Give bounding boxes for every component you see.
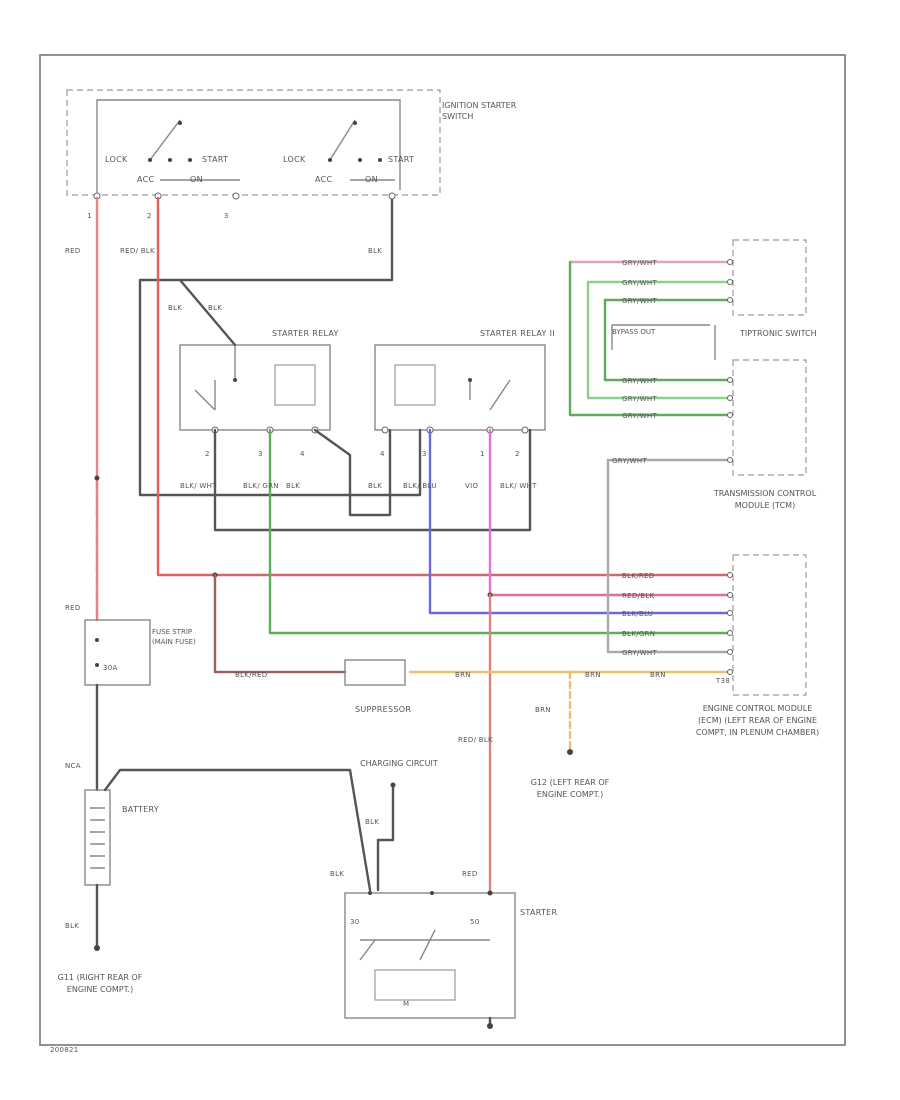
label-ecm-blk-blu: BLK/BLU: [622, 610, 653, 618]
starter-label: STARTER: [520, 908, 558, 917]
gry-wht-ecm-wire: [606, 458, 732, 654]
starter-relay-2-label: STARTER RELAY II: [480, 329, 555, 338]
label-blk-chg: BLK: [365, 818, 379, 826]
tiptronic-switch-label: TIPTRONIC SWITCH: [740, 329, 817, 338]
starter-pin-30: 30: [350, 918, 360, 926]
footer-code: 200821: [50, 1046, 79, 1054]
starter-relay: STARTER RELAY 2 3 4: [179, 329, 339, 458]
starter: 30 50 M STARTER: [344, 890, 558, 1019]
ign-pin-2: 2: [147, 212, 152, 220]
ecm-label: ENGINE CONTROL MODULE (ECM) (LEFT REAR O…: [695, 704, 820, 737]
ignition-switch: LOCK ACC ON START LOCK ACC ON START 1 2 …: [66, 89, 517, 220]
ign-label-start: START: [202, 155, 228, 164]
label-sup-brn: BRN: [455, 671, 471, 679]
ground-left-label: G12 (LEFT REAR OF ENGINE COMPT.): [530, 778, 610, 799]
relay2-pin-4: 4: [380, 450, 385, 458]
battery-pos-wire: [103, 768, 372, 892]
tiptronic-switch: TIPTRONIC SWITCH BYPASS OUT: [611, 239, 817, 476]
label-tcm-2: GRY/WHT: [622, 279, 657, 287]
suppressor: SUPPRESSOR: [344, 659, 411, 714]
blk-red-sup-wire: [213, 573, 347, 674]
label-blk-top: BLK: [368, 247, 382, 255]
battery-label: BATTERY: [122, 805, 159, 814]
ign-label-lock-2: LOCK: [283, 155, 306, 164]
blk-blu-wire: [428, 428, 732, 615]
relay-pin-2: 2: [205, 450, 210, 458]
ign-label-start-2: START: [388, 155, 414, 164]
ign-label-on: ON: [190, 175, 203, 184]
connector-pins: [727, 259, 733, 675]
ign-label-acc: ACC: [137, 175, 155, 184]
label-tcm-5: GRY/WHT: [622, 395, 657, 403]
label-blk-b: BLK: [208, 304, 222, 312]
label-ecm-blk-red: BLK/RED: [622, 572, 654, 580]
fuse-value: 30A: [103, 664, 118, 672]
diagram-frame: [39, 54, 846, 1046]
ground-right-label: G11 (RIGHT REAR OF ENGINE COMPT.): [57, 973, 143, 994]
ign-label-acc-2: ACC: [315, 175, 333, 184]
charging-wire: [376, 783, 395, 892]
charging-circuit-label: CHARGING CIRCUIT: [360, 759, 438, 768]
fuse-label: FUSE STRIP (MAIN FUSE): [152, 628, 196, 646]
bypass-label: BYPASS OUT: [612, 328, 656, 336]
starter-pin-m: M: [403, 1000, 409, 1008]
relay-pin-3: 3: [258, 450, 263, 458]
label-blk-bat: BLK: [65, 922, 79, 930]
tcm-label: TRANSMISSION CONTROL MODULE (TCM): [713, 489, 817, 510]
label-tcm-4: GRY/WHT: [622, 377, 657, 385]
relay-pin-4: 4: [300, 450, 305, 458]
relay2-pin-3: 3: [422, 450, 427, 458]
label-red-blk-mid: RED/ BLK: [458, 736, 493, 744]
ign-label-lock: LOCK: [105, 155, 128, 164]
starter-relay-label: STARTER RELAY: [272, 329, 339, 338]
label-relay-blk-blu: BLK/ BLU: [403, 482, 437, 490]
fuse-strip: 30A FUSE STRIP (MAIN FUSE): [84, 619, 196, 686]
tcm-wires: [568, 260, 732, 417]
label-sup-brn2: BRN: [585, 671, 601, 679]
label-relay-blk-grn: BLK/ GRN: [243, 482, 279, 490]
relay2-pin-2: 2: [515, 450, 520, 458]
label-tcm-6: GRY/WHT: [622, 412, 657, 420]
label-relay-blk-2: BLK: [368, 482, 382, 490]
blk-wires: [138, 198, 532, 532]
label-blk-st: BLK: [330, 870, 344, 878]
ecm-connector: T38: [715, 677, 730, 685]
label-relay-blk-wht: BLK/ WHT: [180, 482, 217, 490]
ign-pin-1: 1: [87, 212, 92, 220]
label-brn-gnd: BRN: [535, 706, 551, 714]
label-ecm-gry-wht: GRY/WHT: [622, 649, 657, 657]
label-relay-vio: VIO: [465, 482, 478, 490]
starter-relay-2: STARTER RELAY II 4 3 1 2: [374, 329, 555, 458]
ign-label-on-2: ON: [365, 175, 378, 184]
label-red-fuse: RED: [65, 604, 81, 612]
blk-grn-wire: [268, 428, 732, 635]
label-tcm-3: GRY/WHT: [622, 297, 657, 305]
label-relay-blk: BLK: [286, 482, 300, 490]
ign-pin-3: 3: [224, 212, 229, 220]
label-tcm-7: GRY/WHT: [612, 457, 647, 465]
label-tcm-1: GRY/WHT: [622, 259, 657, 267]
starter-pin-50: 50: [470, 918, 480, 926]
label-blk-a: BLK: [168, 304, 182, 312]
label-red-st: RED: [462, 870, 478, 878]
suppressor-label: SUPPRESSOR: [355, 705, 411, 714]
relay2-pin-1: 1: [480, 450, 485, 458]
red-blk-wire: [156, 196, 217, 577]
label-ecm-brn: BRN: [650, 671, 666, 679]
label-nca: NCA: [65, 762, 81, 770]
label-ecm-red-blk: RED/BLK: [622, 592, 655, 600]
label-red-blk-left: RED/ BLK: [120, 247, 155, 255]
label-relay-blk-wht-2: BLK/ WHT: [500, 482, 537, 490]
ecm: T38 ENGINE CONTROL MODULE (ECM) (LEFT RE…: [695, 554, 820, 737]
label-red-left: RED: [65, 247, 81, 255]
ignition-switch-label: IGNITION STARTER SWITCH: [442, 101, 517, 121]
label-sup-blk-red: BLK/RED: [235, 671, 267, 679]
label-ecm-blk-grn: BLK/GRN: [622, 630, 655, 638]
battery: BATTERY: [84, 789, 159, 886]
